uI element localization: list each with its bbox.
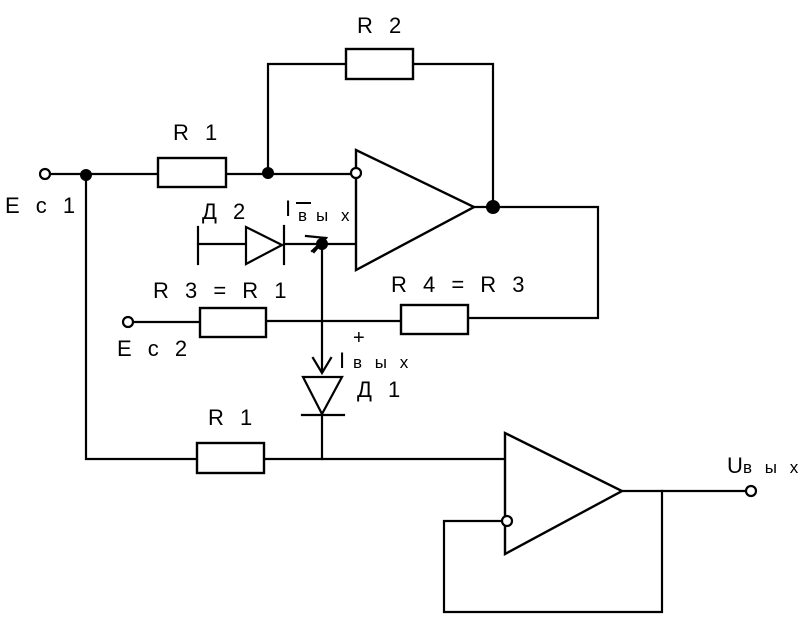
label-d2: Д 2 (202, 199, 250, 224)
current-arrow-down (311, 356, 333, 376)
junction-r1-r2 (262, 167, 274, 179)
wire-opamp2-feedback (442, 489, 664, 614)
label-i-out-minus-sub: ы х (316, 206, 353, 225)
wire-ec1-down (84, 173, 199, 461)
diode-d1 (300, 375, 346, 417)
resistor-r2 (344, 47, 415, 81)
terminal-ec1 (38, 167, 52, 181)
wire-r2-feedback-left (266, 62, 348, 176)
label-r3: R 3 = R 1 (153, 278, 292, 303)
opamp-2 (503, 431, 625, 557)
wire-r2-feedback-right (411, 62, 495, 209)
label-i-out-plus-sub: в ы х (353, 353, 412, 372)
wires (48, 62, 748, 614)
terminal-ec2 (121, 315, 135, 329)
resistor-r1-bottom (195, 441, 266, 475)
label-u-out-sub: в ы х (743, 458, 802, 477)
junction-diode-node (316, 238, 328, 250)
label-i-out-minus-bar: в (298, 206, 311, 225)
resistor-r3 (198, 306, 268, 339)
opamp-1 (354, 148, 477, 273)
opamp2-inverting-input (500, 514, 514, 528)
label-r1-top: R 1 (173, 120, 222, 145)
resistor-r4 (399, 303, 470, 336)
label-r4: R 4 = R 3 (391, 272, 530, 297)
wire-opamp1-output (466, 205, 600, 320)
label-r2: R 2 (357, 13, 406, 38)
junction-opamp1-out (486, 200, 500, 214)
label-ec2: E c 2 (117, 336, 192, 361)
junction-ec1 (80, 169, 92, 181)
label-i-out-plus-main: I (339, 348, 350, 373)
label-u-out-main: U (727, 453, 748, 478)
label-i-out-minus-main: I (285, 196, 296, 221)
resistor-r1-top (156, 156, 228, 189)
terminal-u-out (744, 484, 758, 498)
opamp1-inverting-input (349, 166, 363, 180)
label-plus-sign: + (353, 327, 365, 349)
label-d1: Д 1 (357, 377, 405, 402)
label-r1-bottom: R 1 (208, 405, 257, 430)
label-ec1: E c 1 (5, 193, 80, 218)
diode-d2 (196, 224, 286, 266)
